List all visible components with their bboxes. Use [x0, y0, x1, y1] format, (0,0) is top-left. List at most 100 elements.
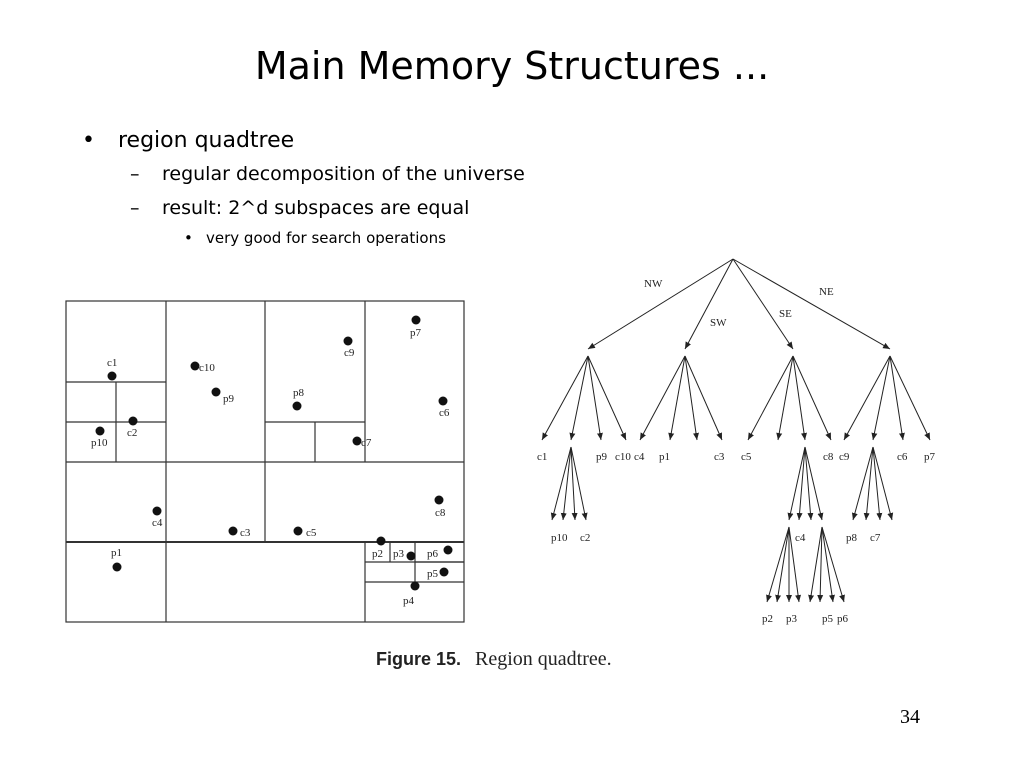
tree-edge	[550, 446, 572, 521]
point-p4	[410, 581, 420, 591]
point-c9	[343, 336, 353, 346]
slide-title: Main Memory Structures ...	[254, 44, 770, 88]
label-c5: c5	[306, 527, 317, 539]
tree-edge	[804, 446, 814, 521]
tree-edge	[821, 526, 835, 603]
sub-bullet-result: result: 2^d subspaces are equal	[162, 197, 470, 219]
tree-edge	[639, 355, 686, 441]
point-c10	[190, 361, 200, 371]
label-c10: c10	[199, 362, 215, 374]
point-c1	[107, 371, 117, 381]
bullet-marker-small: •	[184, 229, 193, 247]
tree-edge	[587, 355, 627, 441]
figure-caption-label: Figure 15.	[376, 649, 462, 669]
label-c3: c3	[240, 527, 251, 539]
tree-edge	[569, 355, 589, 441]
tree-edge	[775, 526, 790, 603]
tree-leaf-p1: p1	[659, 451, 670, 463]
tree-edge	[732, 258, 891, 350]
bullet-region-quadtree: region quadtree	[118, 128, 295, 153]
tree-edge	[732, 258, 794, 350]
edge-label-ne: NE	[819, 286, 834, 298]
tree-edge	[872, 446, 894, 521]
tree-edge	[684, 355, 699, 441]
sub-bullet-decomposition: regular decomposition of the universe	[162, 163, 525, 185]
tree-leaf-p7: p7	[924, 451, 936, 463]
label-c9: c9	[344, 347, 355, 359]
tree-leaf-c3: c3	[714, 451, 725, 463]
label-c1: c1	[107, 357, 117, 369]
point-c5	[293, 526, 303, 536]
tree-edge	[766, 526, 790, 603]
point-p3	[406, 551, 416, 561]
tree-node-c4: c4	[795, 532, 806, 544]
label-p6: p6	[427, 548, 439, 560]
tree-leaf-c1: c1	[537, 451, 547, 463]
tree-edge	[843, 355, 891, 441]
tree-edge	[684, 258, 734, 350]
tree-node-p3: p3	[786, 613, 798, 625]
point-c6	[438, 396, 448, 406]
dash-marker: –	[130, 197, 140, 219]
tree-leaf-c6: c6	[897, 451, 908, 463]
tree-edges	[541, 258, 931, 603]
point-c3	[228, 526, 238, 536]
tree-edge	[587, 355, 603, 441]
edge-label-sw: SW	[710, 317, 727, 329]
sub-sub-bullet-search: very good for search operations	[206, 229, 446, 247]
tree-leaf-c5: c5	[741, 451, 752, 463]
edge-label-nw: NW	[644, 278, 663, 290]
tree-edge	[587, 258, 734, 350]
tree-leaf-p9: p9	[596, 451, 608, 463]
label-p8: p8	[293, 387, 305, 399]
tree-edge	[570, 446, 578, 521]
label-p7: p7	[410, 327, 422, 339]
tree-node-p2: p2	[762, 613, 773, 625]
tree-edge	[792, 355, 807, 441]
label-p2: p2	[372, 548, 383, 560]
page-number: 34	[900, 706, 920, 728]
tree-edge	[821, 526, 845, 603]
tree-edge	[776, 355, 794, 441]
point-p8	[292, 401, 302, 411]
label-c4: c4	[152, 517, 163, 529]
point-p1	[112, 562, 122, 572]
label-c6: c6	[439, 407, 450, 419]
tree-node-p8: p8	[846, 532, 858, 544]
point-c7	[352, 436, 362, 446]
point-p9	[211, 387, 221, 397]
tree-leaf-c10: c10	[615, 451, 631, 463]
tree-edge	[889, 355, 905, 441]
bullet-list: • region quadtree – regular decompositio…	[0, 0, 1024, 260]
label-p9: p9	[223, 393, 235, 405]
tree-edge	[788, 526, 802, 603]
label-p1: p1	[111, 547, 122, 559]
label-c7: c7	[361, 437, 372, 449]
tree-edge	[889, 355, 931, 441]
point-c8	[434, 495, 444, 505]
tree-edge	[804, 446, 824, 521]
dash-marker: –	[130, 163, 140, 185]
tree-edge	[668, 355, 686, 441]
tree-node-c7: c7	[870, 532, 881, 544]
label-c8: c8	[435, 507, 446, 519]
tree-leaf-c9: c9	[839, 451, 850, 463]
point-p2	[376, 536, 386, 546]
tree-edge	[871, 355, 891, 441]
label-p3: p3	[393, 548, 405, 560]
tree-node-p6: p6	[837, 613, 849, 625]
tree-node-p5: p5	[822, 613, 834, 625]
label-p10: p10	[91, 437, 108, 449]
tree-edge	[796, 446, 806, 521]
tree-edge	[560, 446, 572, 521]
figure-caption: Figure 15.Region quadtree.	[376, 648, 612, 671]
point-c4	[152, 506, 162, 516]
tree-edge	[541, 355, 589, 441]
point-p6	[443, 545, 453, 555]
point-p10	[95, 426, 105, 436]
label-c2: c2	[127, 427, 137, 439]
point-p5	[439, 567, 449, 577]
